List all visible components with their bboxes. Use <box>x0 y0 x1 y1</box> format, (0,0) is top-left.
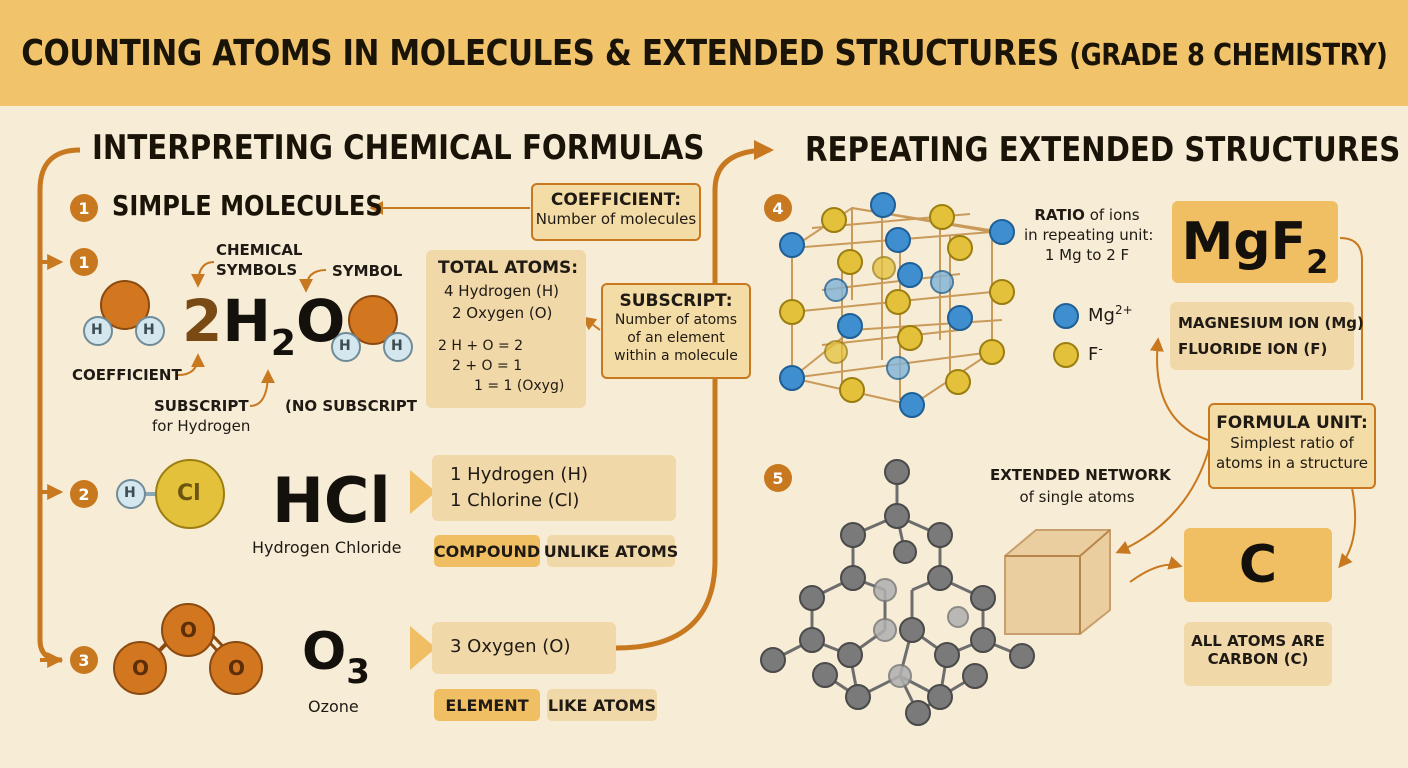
label-chemical: CHEMICAL <box>216 241 303 259</box>
tag-like-atoms: LIKE ATOMS <box>547 689 657 721</box>
ion-box: MAGNESIUM ION (Mg) FLUORIDE ION (F) <box>1170 302 1364 370</box>
formula-unit-box: FORMULA UNIT: Simplest ratio of atoms in… <box>1208 403 1376 489</box>
formula-ozone: O3 <box>302 622 370 692</box>
atom-o-3: O <box>228 656 246 680</box>
legend-f: F- <box>1088 342 1103 365</box>
formula-mgf2: MgF2 <box>1181 212 1329 281</box>
page-title: COUNTING ATOMS IN MOLECULES & EXTENDED S… <box>20 32 1388 74</box>
atom-h-1: H <box>91 322 103 338</box>
legend-mg: Mg2+ <box>1088 303 1133 326</box>
heading-repeating: REPEATING EXTENDED STRUCTURES <box>805 130 1401 170</box>
atom-h-4: H <box>391 338 403 354</box>
network-label-1: EXTENDED NETWORK <box>990 466 1171 484</box>
tag-element: ELEMENT <box>434 689 540 721</box>
atom-h-hcl: H <box>124 485 136 501</box>
hcl-count-box: 1 Hydrogen (H) 1 Chlorine (Cl) <box>432 455 676 521</box>
badge-water: 1 <box>70 248 98 276</box>
atom-h-3: H <box>339 338 351 354</box>
all-carbon-box: ALL ATOMS ARE CARBON (C) <box>1184 622 1332 686</box>
formula-carbon: C <box>1238 535 1278 595</box>
heading-simple-molecules: SIMPLE MOLECULES <box>112 189 383 222</box>
page-subtitle: (GRADE 8 CHEMISTRY) <box>1068 37 1388 73</box>
carbon-formula-box: C <box>1184 528 1332 602</box>
mgf2-formula-box: MgF2 <box>1172 201 1338 283</box>
heading-interpreting: INTERPRETING CHEMICAL FORMULAS <box>92 128 705 168</box>
atom-o-2: O <box>132 656 150 680</box>
hcl-name: Hydrogen Chloride <box>252 538 402 557</box>
badge-hcl: 2 <box>70 480 98 508</box>
ozone-count-box: 3 Oxygen (O) <box>432 622 616 674</box>
ozone-name: Ozone <box>308 697 359 716</box>
formula-water: 2H2O <box>182 287 346 364</box>
label-subscript: SUBSCRIPT <box>154 397 249 415</box>
label-coefficient: COEFFICIENT <box>72 366 182 384</box>
coefficient-box: COEFFICIENT: Number of molecules <box>531 183 701 241</box>
total-atoms-box: TOTAL ATOMS: 4 Hydrogen (H) 2 Oxygen (O)… <box>426 250 586 408</box>
atom-h-2: H <box>143 322 155 338</box>
badge-mgf2: 4 <box>764 194 792 222</box>
label-no-subscript: (NO SUBSCRIPT <box>285 397 417 415</box>
label-symbols: SYMBOLS <box>216 261 298 279</box>
formula-hcl: HCl <box>272 464 391 537</box>
network-label-2: of single atoms <box>1019 488 1135 506</box>
tag-compound: COMPOUND <box>434 535 540 567</box>
label-symbol: SYMBOL <box>332 262 403 280</box>
badge-simple: 1 <box>70 194 98 222</box>
tag-unlike-atoms: UNLIKE ATOMS <box>544 535 678 567</box>
badge-ozone: 3 <box>70 646 98 674</box>
badge-carbon: 5 <box>764 464 792 492</box>
subscript-box: SUBSCRIPT: Number of atoms of an element… <box>601 283 751 379</box>
title-banner: COUNTING ATOMS IN MOLECULES & EXTENDED S… <box>0 0 1408 106</box>
atom-o-1: O <box>180 618 198 642</box>
formula-water-coefficient: 2 <box>182 287 223 355</box>
label-for-hydrogen: for Hydrogen <box>152 417 251 435</box>
ratio-text: RATIO of ions in repeating unit: 1 Mg to… <box>1024 206 1154 264</box>
atom-cl: Cl <box>177 481 201 506</box>
